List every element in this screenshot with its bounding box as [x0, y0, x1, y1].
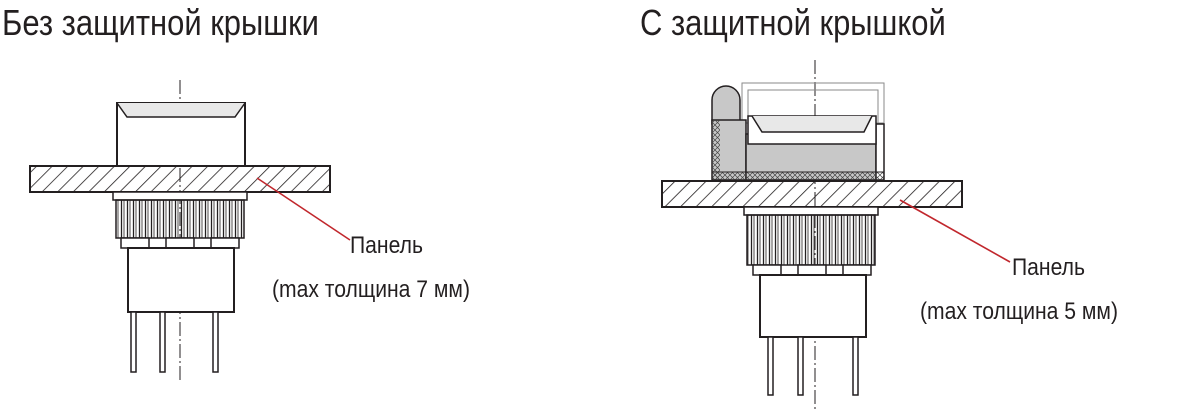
title-with-cover: С защитной крышкой	[640, 2, 946, 43]
switch-body-left	[127, 247, 235, 313]
pins-left	[130, 311, 219, 373]
knurled-nut-right	[743, 206, 879, 266]
leader-line-right	[899, 199, 1011, 263]
panel-label-left: Панель	[350, 232, 423, 259]
panel-right	[661, 180, 963, 208]
terminal-tabs-left	[120, 237, 240, 249]
pins-right	[767, 336, 859, 396]
button-cap-right	[747, 115, 877, 145]
button-assembly-without-cover	[29, 80, 351, 380]
panel-thickness-label-right: (max толщина 5 мм)	[920, 298, 1118, 325]
panel-label-right: Панель	[1012, 254, 1085, 281]
panel-left	[29, 165, 331, 193]
button-assembly-with-cover	[661, 60, 1011, 412]
panel-thickness-label-left: (max толщина 7 мм)	[272, 276, 470, 303]
leader-line-left	[256, 177, 351, 241]
terminal-tabs-right	[752, 264, 872, 276]
switch-body-right	[759, 274, 867, 338]
title-without-cover: Без защитной крышки	[2, 2, 319, 43]
knurled-nut-left	[112, 191, 248, 239]
button-cap-left	[116, 102, 246, 167]
